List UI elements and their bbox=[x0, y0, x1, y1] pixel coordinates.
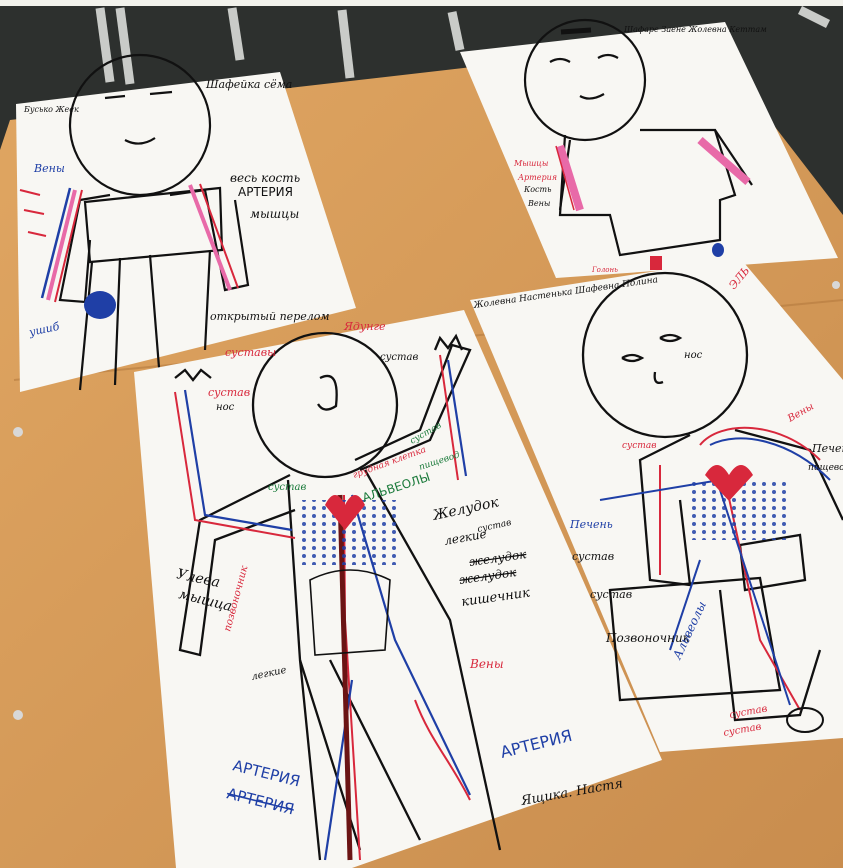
poster-3-label-veins: Вены bbox=[469, 657, 504, 671]
poster-2-names: Шафаре Заене Жолевна Кеттам bbox=[623, 25, 767, 34]
table-screw bbox=[832, 281, 840, 289]
poster-3-label-joint-a: сустав bbox=[208, 386, 250, 399]
poster-4-label-esophagus: пищевод bbox=[808, 463, 843, 473]
poster-1-names: Шафейка сёма bbox=[205, 78, 292, 91]
poster-2-label-artery: Артерия bbox=[517, 173, 557, 182]
poster-4-label-joint-c: сустав bbox=[590, 588, 632, 601]
poster-3-label-joints: суставы bbox=[225, 346, 276, 359]
table-screw bbox=[13, 710, 23, 720]
poster-1-label-fracture: открытый перелом bbox=[210, 310, 330, 323]
poster-2-label-muscles: Мышцы bbox=[513, 159, 548, 168]
poster-3-label-joint-c: сустав bbox=[268, 482, 306, 493]
poster-2-label-shin: Голонь bbox=[591, 266, 618, 274]
poster-4-label-joint-a: сустав bbox=[622, 441, 656, 451]
poster-1-author: Бусько Жеек bbox=[23, 105, 79, 114]
table-screw bbox=[13, 427, 23, 437]
poster-1-label-bone: весь кость bbox=[230, 171, 300, 185]
poster-4-label-nose: нос bbox=[684, 350, 703, 361]
poster-4-label-joint-b: сустав bbox=[572, 550, 614, 563]
poster-1-label-artery: АРТЕРИЯ bbox=[238, 185, 293, 199]
poster-2-label-veins: Вены bbox=[527, 199, 550, 208]
poster-3-label-nose: нос bbox=[216, 402, 235, 413]
poster-1-label-muscles: мышцы bbox=[250, 207, 299, 221]
poster-2-label-bone: Кость bbox=[523, 185, 551, 194]
poster-1-label-veins: Вены bbox=[33, 162, 65, 175]
poster-4-label-liver-b: Печень bbox=[811, 442, 843, 455]
poster-3-team: Ядунге bbox=[343, 320, 386, 333]
poster-3-label-joint-b: сустав bbox=[380, 352, 418, 363]
poster-4-label-liver: Печень bbox=[569, 518, 613, 531]
